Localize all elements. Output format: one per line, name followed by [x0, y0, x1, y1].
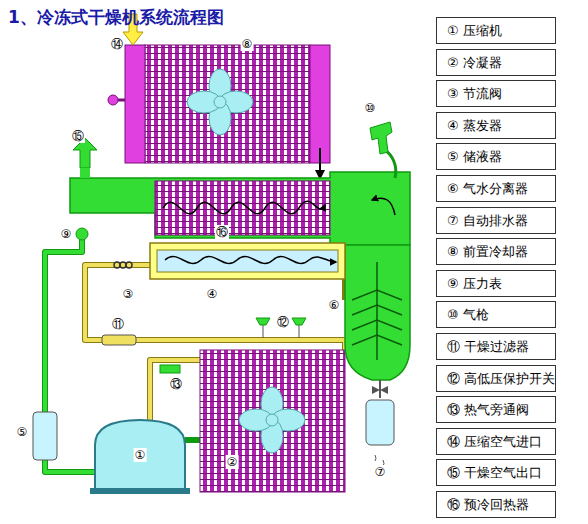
table-cell: ⑩ 气枪: [436, 301, 556, 328]
callout-number: ④: [206, 287, 219, 301]
table-cell: ⑭ 压缩空气进口: [436, 428, 556, 455]
callout-number: ⑪: [111, 317, 125, 331]
callout-number: ⑬: [169, 377, 183, 391]
callout-number: ②: [226, 455, 239, 469]
callout-number: ⑧: [241, 37, 254, 51]
callout-number: ⑩: [364, 101, 377, 115]
callout-number: ①: [134, 448, 147, 462]
callout-number: ⑯: [215, 225, 229, 239]
table-cell: ⑫ 高低压保护开关: [436, 365, 556, 392]
table-cell: ⑯ 预冷回热器: [436, 491, 556, 518]
table-cell: ① 压缩机: [436, 17, 556, 44]
callout-number: ⑥: [328, 298, 341, 312]
table-cell: ④ 蒸发器: [436, 112, 556, 139]
table-cell: ⑧ 前置冷却器: [436, 238, 556, 265]
table-cell: ⑮ 干燥空气出口: [436, 459, 556, 486]
callout-number: ⑨: [60, 227, 73, 241]
table-cell: ⑬ 热气旁通阀: [436, 396, 556, 423]
callout-number: ⑤: [16, 425, 29, 439]
table-cell: ⑤ 储液器: [436, 143, 556, 170]
callout-number: ⑦: [374, 465, 387, 479]
table-cell: ⑦ 自动排水器: [436, 207, 556, 234]
table-cell: ② 冷凝器: [436, 49, 556, 76]
table-cell: ⑥ 气水分离器: [436, 175, 556, 202]
callout-number: ⑭: [110, 37, 124, 51]
callout-number: ③: [122, 287, 135, 301]
table-cell: ⑪ 干燥过滤器: [436, 333, 556, 360]
diagram-title: 1、冷冻式干燥机系统流程图: [8, 6, 224, 29]
callout-number: ⑫: [276, 315, 290, 329]
callout-number: ⑮: [71, 129, 85, 143]
table-cell: ③ 节流阀: [436, 80, 556, 107]
table-cell: ⑨ 压力表: [436, 270, 556, 297]
